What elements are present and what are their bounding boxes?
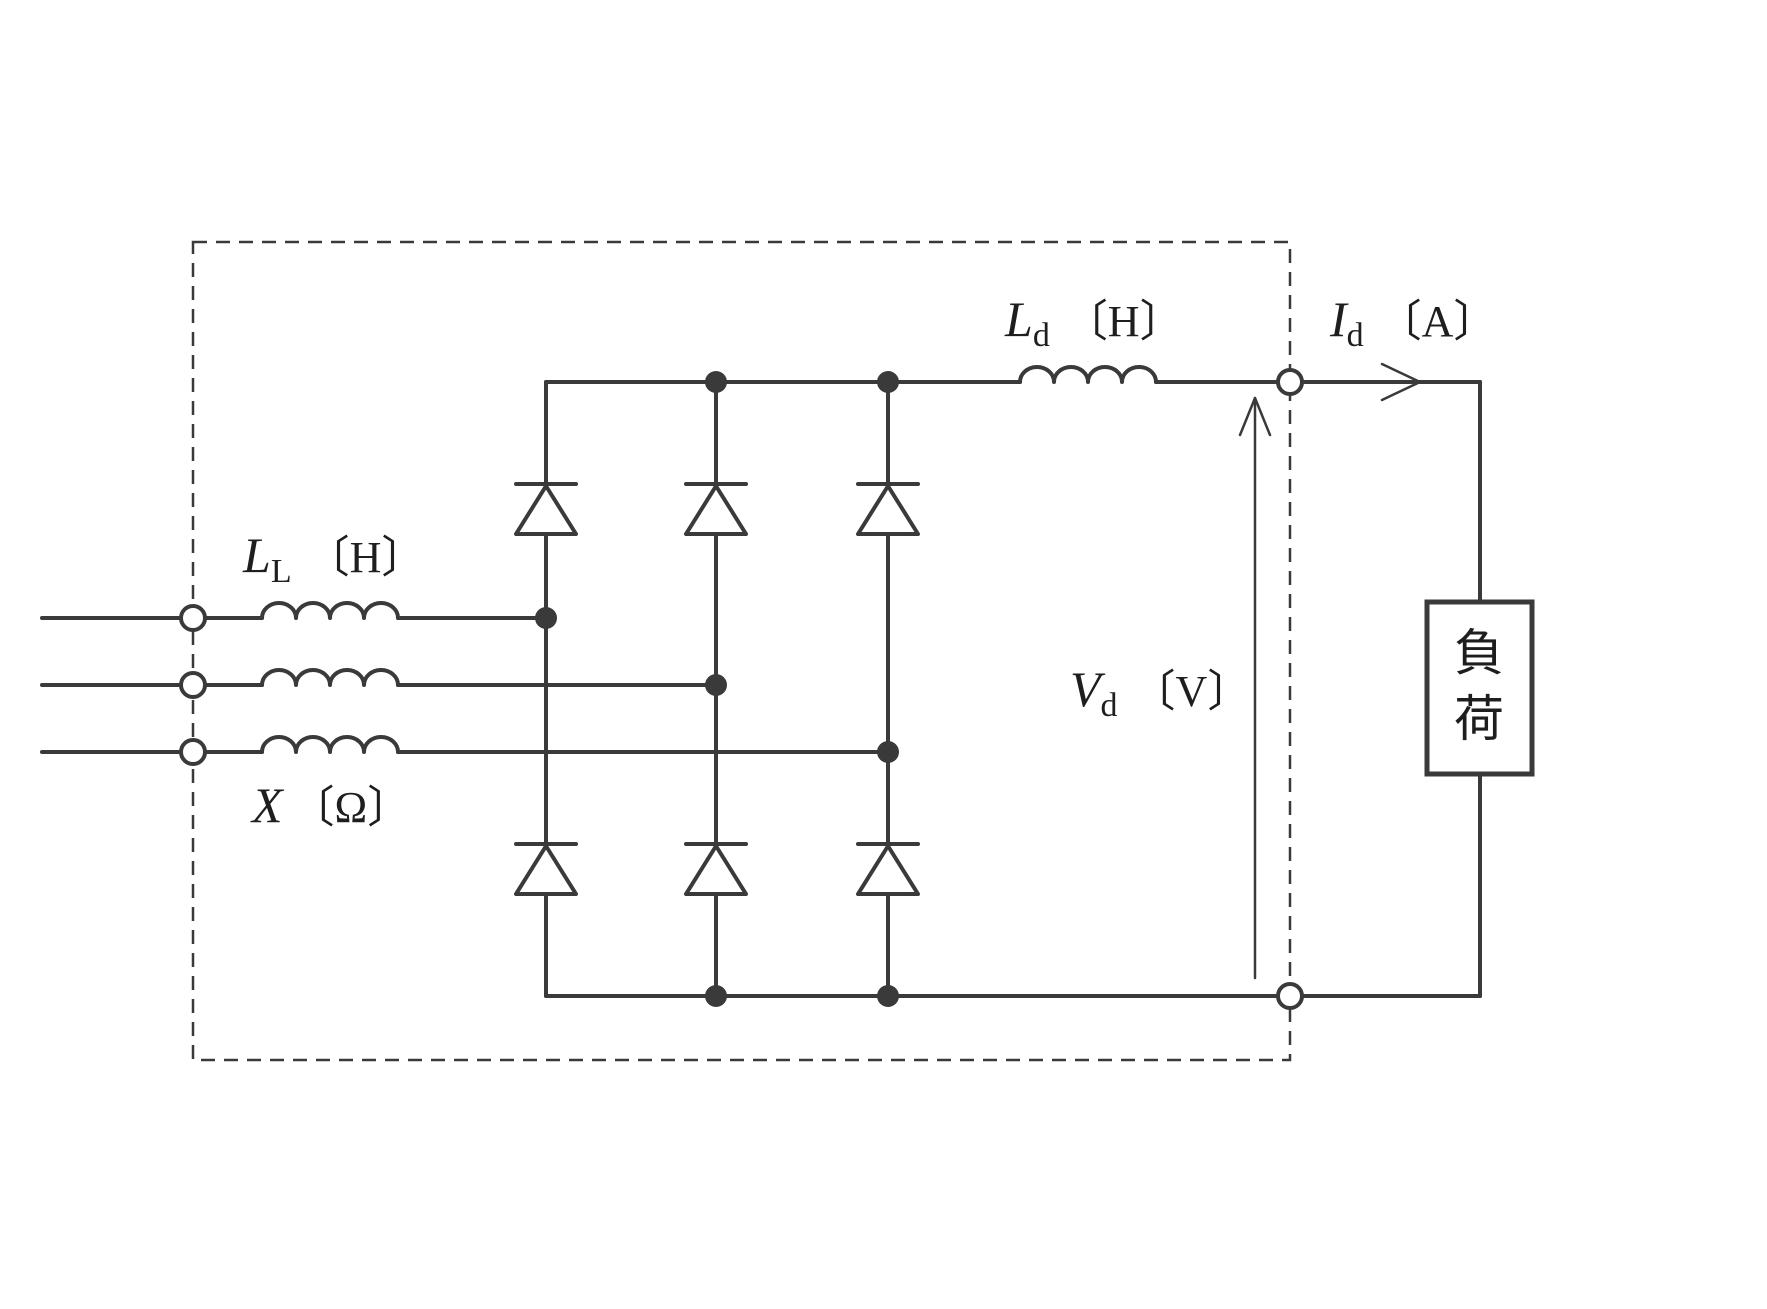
line-inductor-1 [260,601,400,620]
rectifier-unit-boundary [191,240,1292,1062]
line-inductor-3 [260,735,400,754]
input-terminals [179,604,207,766]
line-reactance-label: X〔Ω〕 [250,777,411,833]
line-inductor-2 [260,668,400,687]
diode-upper-2 [684,482,748,536]
diode-upper-1 [514,482,578,536]
diode-lower-2 [684,842,748,896]
junction-dots [535,371,899,1007]
dc-inductor [1018,365,1158,384]
current-arrow-icon [1380,362,1422,402]
diode-upper-3 [856,482,920,536]
dc-voltage-label: Vd〔V〕 [1070,661,1251,724]
load-label-top: 負 [1454,624,1504,682]
voltage-arrow-icon [1238,396,1272,980]
load-box [1424,599,1535,777]
output-terminals [1276,368,1304,1010]
load-label-bottom: 荷 [1454,690,1504,748]
dc-inductor-label: Ld〔H〕 [1004,291,1184,354]
line-inductors [260,601,400,754]
line-inductor-label: LL〔H〕 [242,527,425,590]
dc-current-label: Id〔A〕 [1329,291,1497,354]
ac-input-lines [40,616,264,754]
diode-lower-3 [856,842,920,896]
diode-lower-1 [514,842,578,896]
